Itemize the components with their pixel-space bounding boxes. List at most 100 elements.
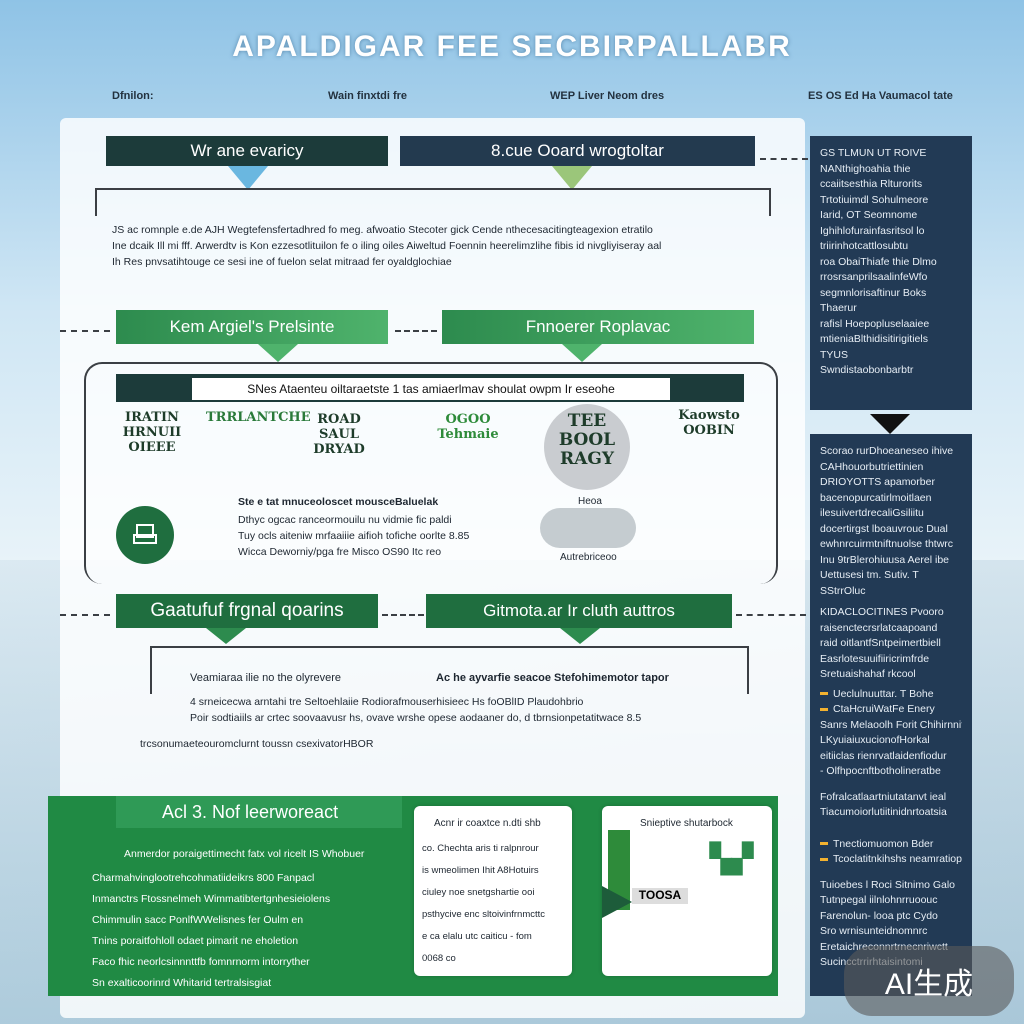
section4-line: Charmahvinglootrehcohmatiideikrs 800 Fan… xyxy=(92,872,315,884)
connector-line xyxy=(60,330,110,332)
info-card-list: co. Chechta aris ti ralpnrour is wmeolim… xyxy=(422,838,572,970)
sidebar-line: NANthighoahia thie xyxy=(820,162,911,175)
sidebar-line: rrosrsanprilsaalinfeWfo xyxy=(820,271,928,283)
sidebar-bullet-item: Ueclulnuuttar. T Bohe xyxy=(820,687,962,703)
page-title: APALDIGAR FEE SECBIRPALLABR xyxy=(232,30,792,63)
image-card[interactable]: Snieptive shutarbock TOOSA ▚▞ xyxy=(602,806,772,976)
sign-icon: ROAD SAUL DRYAD xyxy=(313,412,365,457)
section4-line: Tnins poraitfohloll odaet pimarit ne eho… xyxy=(92,935,299,947)
connector-line xyxy=(760,158,808,160)
sidebar-line: ccaiitsesthia Rlturorits xyxy=(820,178,923,190)
topnav-item-4[interactable]: ES OS Ed Ha Vaumacol tate xyxy=(808,90,953,102)
sidebar-line: Iarid, OT Seomnome xyxy=(820,209,918,221)
paragraph-line: JS ac romnple e.de AJH Wegtefensfertadhr… xyxy=(112,224,653,236)
arrow-icon xyxy=(258,344,298,362)
section3-right-header: Gitmota.ar Ir cluth auttros xyxy=(426,594,732,628)
sidebar-bullet-item: Tcoclatitnkihshs neamratiopy xyxy=(820,852,962,868)
sidebar-line: Farenolun- looa ptc Cydo xyxy=(820,909,938,922)
arrow-down-icon xyxy=(870,414,910,434)
info-card[interactable]: Acnr ir coaxtce n.dti shb co. Chechta ar… xyxy=(414,806,572,976)
sidebar-line: DRIOYOTTS apamorber xyxy=(820,476,935,488)
topnav-item-1[interactable]: Dfnilon: xyxy=(112,90,154,102)
image-card-title: Snieptive shutarbock xyxy=(640,818,733,829)
sidebar-line: Tuioebes l Roci Sitnimo Galo xyxy=(820,878,956,891)
info-card-item: is wmeolimen Ihit A8Hotuirs xyxy=(422,865,539,876)
connector-line xyxy=(382,614,424,616)
info-card-title: Acnr ir coaxtce n.dti shb xyxy=(434,818,541,829)
sidebar-line: segmnlorisaftinur Boks xyxy=(820,286,927,299)
sidebar-line: Ighihlofurainfasritsol lo xyxy=(820,224,925,237)
device-icon xyxy=(540,508,636,548)
stage-icon: IRATIN HRNUII OIEEE xyxy=(122,410,182,455)
subsection-line: Dthyc ogcac ranceormouilu nu vidmie fic … xyxy=(238,514,452,526)
qr-icon: ▚▞ xyxy=(710,843,754,874)
sidebar-line: docertirgst lboauvrouc Dual xyxy=(820,522,948,535)
sidebar-line: Tutnpegal iilnlohnrruoouc xyxy=(820,894,938,906)
sidebar-line: TYUS xyxy=(820,348,849,361)
plant-icon: TRRLANTCHE xyxy=(206,410,311,425)
sidebar-line: Uettusesi tm. Sutiv. T xyxy=(820,569,919,581)
ai-generated-badge: AI生成 xyxy=(844,946,1014,1016)
info-card-item: co. Chechta aris ti ralpnrour xyxy=(422,843,539,854)
sidebar-line: raid oitlantfSntpeimertbiell xyxy=(820,637,941,649)
subsection-title: Ste e tat mnuceoloscet mousceBaluelak xyxy=(238,496,439,508)
sidebar-line: Easrlotesuuifiiricrimfrde xyxy=(820,652,930,665)
sidebar-line: Tiacumoiorlutiitinidnrtoatsia xyxy=(820,806,947,818)
section3-right-title: Ac he ayvarfie seacoe Stefohimemotor tap… xyxy=(436,672,669,684)
sidebar-line: mtieniaBlthidisitirigitiels xyxy=(820,333,928,345)
section2-bracket xyxy=(84,362,778,584)
section3-line: 4 srneicecwa arntahi tre Seltoehlaiie Ro… xyxy=(190,696,584,708)
sidebar-line: rafisl Hoepopluselaaiee xyxy=(820,317,930,330)
sidebar-line: Inu 9trBlerohiuusa Aerel ibe xyxy=(820,553,949,566)
section4-line: Inmanctrs Ftossnelmeh Wimmatibtertgnhesi… xyxy=(92,893,331,905)
sidebar-line: raisenctecrsrlatcaapoand xyxy=(820,621,938,634)
sidebar-line: triirinhotcattlosubtu xyxy=(820,240,909,252)
bullet-icon xyxy=(820,842,828,846)
connector-line xyxy=(60,614,110,616)
banner-icon xyxy=(602,886,632,918)
info-card-item: e ca elalu utc caiticu - fom xyxy=(422,931,532,942)
arrow-icon xyxy=(560,628,600,644)
sidebar-line: roa ObaiThiafe thie Dlmo xyxy=(820,255,937,268)
globe-icon xyxy=(544,404,630,490)
topnav-item-2[interactable]: Wain finxtdi fre xyxy=(328,90,408,102)
sidebar-line: ewhnrcuirmtniftnuolse thtwrc xyxy=(820,538,954,550)
sidebar-line: Trtotiuimdl Sohulmeore xyxy=(820,193,929,206)
subsection-line: Tuy ocls aiteniw mrfaaiiie aifioh tofich… xyxy=(238,530,470,542)
sidebar-line: - Olfhpocnftbotholineratbe xyxy=(820,765,941,777)
section1-right-header: 8.cue Ooard wrogtoltar xyxy=(400,136,755,166)
section3-left-text: Veamiaraa ilie no the olyrevere xyxy=(190,672,342,684)
device-caption-bottom: Autrebriceoo xyxy=(560,552,617,563)
section4-line: Faco fhic neorlcsinnnttfb fomnrnorm into… xyxy=(92,956,310,968)
section3-left-header: Gaatufuf frgnal qoarins xyxy=(116,594,378,628)
document-icon xyxy=(116,506,174,564)
sidebar-card-top: GS TLMUN UT ROIVE NANthighoahia thie cca… xyxy=(810,136,972,410)
sidebar-line: bacenopurcatirlmoitlaen xyxy=(820,491,932,504)
section3-bracket xyxy=(150,646,749,694)
sidebar-line: CAHhouorbutriettinien xyxy=(820,460,924,473)
topnav-item-3[interactable]: WEP Liver Neom dres xyxy=(550,90,665,102)
section1-bracket xyxy=(95,188,771,216)
section2-left-header: Kem Argiel's Prelsinte xyxy=(116,310,388,344)
paragraph-line: Ih Res pnvsatihtouge ce sesi ine of fuel… xyxy=(112,256,452,268)
section2-right-header: Fnnoerer Roplavac xyxy=(442,310,754,344)
subsection-line: Wicca Deworniy/pga fre Misco OS90 Itc re… xyxy=(238,546,442,558)
sidebar-line: LKyuiaiuxucionofHorkal xyxy=(820,734,930,746)
arrow-icon xyxy=(562,344,602,362)
paragraph-line: Ine dcaik Ill mi fff. Arwerdtv is Kon ez… xyxy=(112,240,662,252)
sidebar-line: Thaerur xyxy=(820,302,857,314)
sidebar-line: KIDACLOCITINES Pvooro xyxy=(820,606,944,618)
sidebar-line: SStrrOluc xyxy=(820,584,866,597)
section3-note: trcsonumaeteouromclurnt toussn csexivato… xyxy=(140,738,374,750)
sidebar-line: Sanrs Melaoolh Forit Chihirnnito xyxy=(820,718,962,731)
section4-intro: Anmerdor poraigettimecht fatx vol ricelt… xyxy=(124,848,365,860)
info-card-item: psthycive enc sltoivinfrnmcttc xyxy=(422,909,546,920)
sidebar-line: Sro wrnisunteidnomnrc xyxy=(820,925,928,937)
sidebar-line: ilesuivertdrecaliGsiliitu xyxy=(820,507,924,519)
device-caption-top: Heoa xyxy=(578,496,602,507)
section1-left-header: Wr ane evaricy xyxy=(106,136,388,166)
sidebar-line: Scorao rurDhoeaneseo ihive xyxy=(820,445,954,457)
sidebar-line: Sretuaishahaf rkcool xyxy=(820,668,916,680)
sidebar-line: Swndistaobonbarbtr xyxy=(820,364,914,376)
connector-line xyxy=(736,614,806,616)
